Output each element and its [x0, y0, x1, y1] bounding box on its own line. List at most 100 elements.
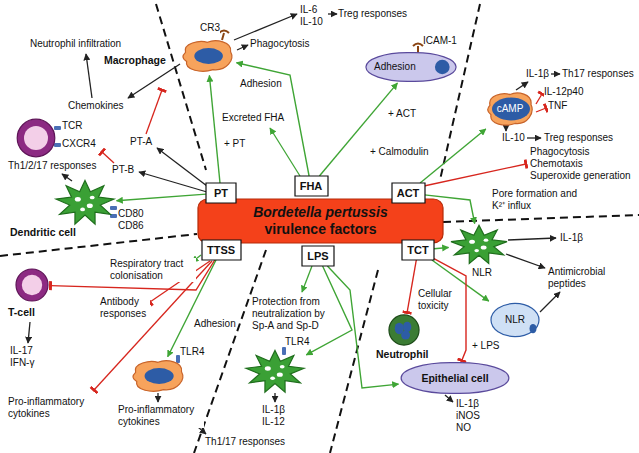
dendritic-cell: TLR4 [245, 350, 305, 394]
inhibition-line [146, 90, 162, 134]
edge-label: + LPS [472, 340, 500, 352]
edge-label: + PT [224, 138, 245, 150]
mac-shape [130, 358, 186, 394]
box-outline [202, 240, 241, 260]
cr3-receptor [219, 31, 229, 41]
node-label: Epithelial cell [421, 372, 488, 385]
effect-arrow [516, 82, 528, 90]
effect-label: IL-10 [502, 132, 525, 144]
cd80-marker [110, 206, 117, 210]
cell-membrane [183, 41, 232, 71]
t-cell: T-cell [15, 268, 49, 302]
t-cell: TCRCXCR4 [16, 118, 56, 158]
effect-label: Pro-inflammatory cytokines [118, 404, 204, 428]
effect-label: Adhesion [194, 318, 236, 330]
cell-membrane [17, 119, 55, 157]
effect-label: Chemokines [68, 100, 124, 112]
effect-label: Antimicrobial peptides [548, 266, 620, 290]
effect-label: Cellular toxicity [418, 288, 462, 312]
cell-nucleus [22, 275, 42, 295]
edge-label: + Calmodulin [370, 146, 429, 158]
granule [90, 196, 95, 200]
granule [474, 249, 479, 252]
cell-nucleus [24, 126, 48, 150]
activation-arrow [420, 129, 486, 183]
icam1-receptor [413, 44, 423, 54]
effect-label: Adhesion [374, 61, 416, 73]
node-label: T-cell [8, 306, 35, 319]
effect-label: Pro-inflammatory cytokines [8, 396, 94, 420]
activation-arrow [327, 266, 398, 388]
nucleus-lobe [401, 331, 410, 340]
effect-label: Antibody responses [100, 296, 150, 320]
node-label: TTSS [207, 244, 235, 257]
hub-shape [198, 199, 443, 243]
node-label: ICAM-1 [423, 35, 457, 47]
inhibition-arrow [407, 260, 416, 313]
effect-arrow [62, 174, 72, 181]
granule [484, 239, 489, 242]
activation-arrow [117, 194, 207, 201]
effect-label: PT-A [130, 136, 152, 148]
effect-label: Phagocytosis [250, 38, 309, 50]
dendritic-cell: Dendritic cell [55, 180, 115, 226]
granule [277, 372, 283, 376]
node-label: TLR4 [180, 346, 204, 358]
dc-shape [55, 180, 115, 226]
mac-shape [180, 38, 235, 74]
box-outline [295, 176, 328, 196]
cell-nucleus [530, 324, 537, 333]
activation-arrow [209, 76, 220, 184]
box-outline [402, 240, 434, 260]
effect-label: Treg responses [544, 132, 613, 144]
node-label: FHA [300, 180, 323, 193]
granule [87, 203, 93, 208]
granule [280, 365, 285, 369]
factor-box: TCT [402, 240, 434, 260]
node-label: TLR4 [285, 336, 309, 348]
virulence-factor-hub: Bordetella pertussisvirulence factors [198, 199, 443, 243]
effect-label: CD80 CD86 [118, 208, 148, 232]
sector-divider [156, 4, 206, 170]
effect-arrow [28, 322, 30, 343]
node-label: CXCR4 [62, 138, 96, 150]
effect-label: IL-1β IL-12 [262, 404, 296, 428]
node-label: PT [214, 187, 228, 200]
macrophage-cell: TLR4 [130, 358, 186, 394]
effect-label: Excreted FHA [222, 112, 284, 124]
cell-membrane [451, 225, 507, 263]
effect-label: Th1/17 responses [205, 436, 285, 448]
cell-membrane [389, 315, 419, 345]
node-label: TCT [407, 244, 428, 257]
inhibition-line [102, 152, 114, 163]
edge-label: + ACT [388, 108, 416, 120]
effect-label: IL-17 IFN-γ [10, 345, 46, 369]
effect-label: IL-12p40 [544, 86, 583, 98]
macrophage-cell: cAMP [485, 90, 535, 128]
granule [75, 197, 81, 202]
granule [80, 208, 85, 212]
node-label: NLR [505, 314, 525, 326]
sector-divider [443, 215, 639, 222]
effect-label: CR3 [200, 22, 220, 34]
node-label: NLR [472, 267, 492, 279]
effect-label: Adhesion [240, 78, 282, 90]
cell-membrane [491, 303, 539, 336]
activation-arrow [302, 266, 312, 292]
granule [469, 240, 475, 244]
cell-membrane [246, 350, 304, 392]
activation-arrow [319, 83, 397, 176]
activation-arrow [434, 248, 449, 249]
tlr4-receptor [176, 355, 180, 363]
sector-divider [440, 4, 480, 180]
dendritic-cell: NLR [450, 225, 508, 265]
effect-label: PT-B [112, 164, 134, 176]
effect-label: TNF [548, 100, 567, 112]
effect-label: Neutrophil infiltration [30, 38, 121, 50]
macrophage-cell: Macrophage [180, 38, 235, 74]
cell-nucleus [194, 48, 223, 64]
effect-arrow [157, 148, 207, 186]
effect-arrow [508, 238, 556, 240]
granule [265, 366, 271, 370]
